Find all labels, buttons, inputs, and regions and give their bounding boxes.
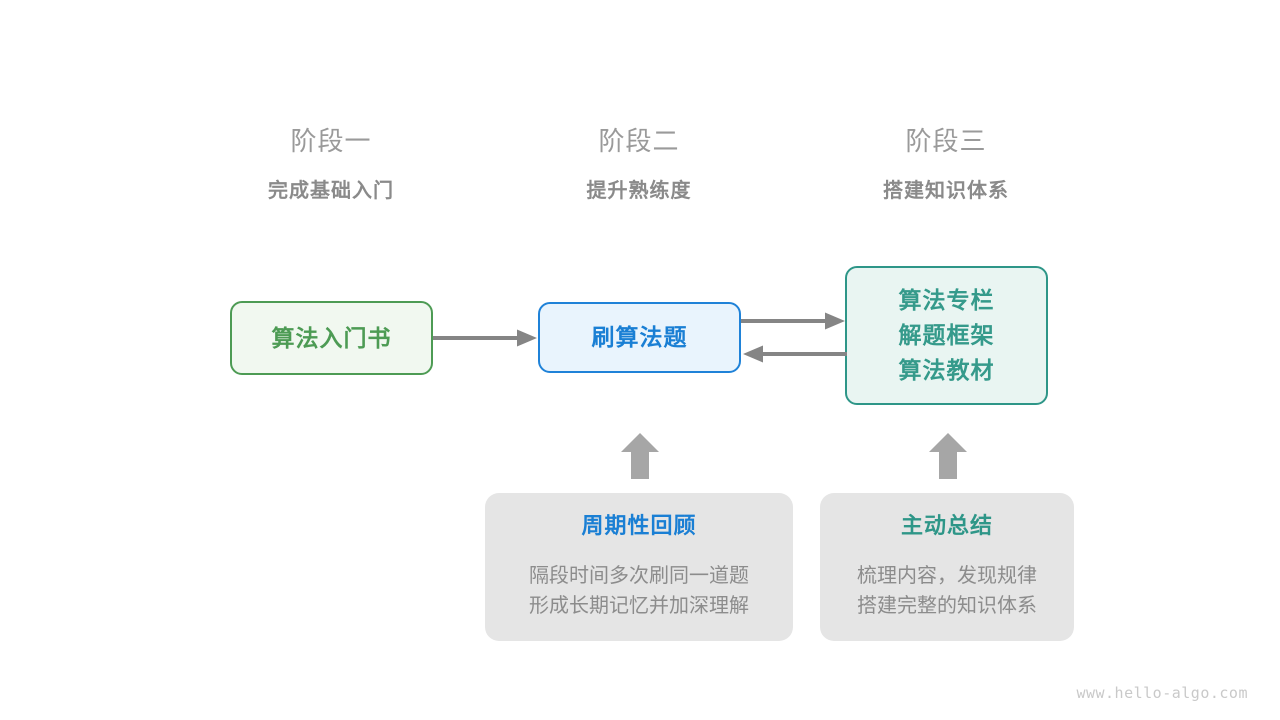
stage-subtitle-1: 完成基础入门 — [268, 180, 394, 203]
stage-header-3: 阶段三 搭建知识体系 — [816, 126, 1076, 203]
stage-subtitle-3: 搭建知识体系 — [883, 180, 1009, 203]
node-knowledge-system-line-3: 算法教材 — [898, 357, 995, 383]
stage-name-1: 阶段一 — [290, 126, 372, 156]
card-active-summary[interactable]: 主动总结 梳理内容，发现规律 搭建完整的知识体系 — [820, 493, 1074, 641]
arrow-summary-to-system — [929, 433, 967, 479]
card-periodic-review-body-line-1: 隔段时间多次刷同一道题 — [529, 565, 749, 588]
node-knowledge-system[interactable]: 算法专栏 解题框架 算法教材 — [845, 266, 1048, 405]
node-knowledge-system-line-2: 解题框架 — [898, 322, 995, 348]
arrow-system-to-practice — [743, 345, 847, 363]
card-periodic-review-title: 周期性回顾 — [581, 512, 697, 538]
node-practice-problems-line-1: 刷算法题 — [591, 324, 688, 350]
arrow-book-to-practice — [433, 329, 537, 347]
card-periodic-review-body-line-2: 形成长期记忆并加深理解 — [529, 595, 749, 618]
stage-name-3: 阶段三 — [905, 126, 987, 156]
node-intro-book[interactable]: 算法入门书 — [230, 301, 433, 375]
card-active-summary-body: 梳理内容，发现规律 搭建完整的知识体系 — [857, 561, 1037, 621]
node-intro-book-line-1: 算法入门书 — [271, 324, 392, 351]
arrow-review-to-practice — [621, 433, 659, 479]
stage-header-1: 阶段一 完成基础入门 — [201, 126, 461, 203]
stage-header-2: 阶段二 提升熟练度 — [509, 126, 769, 203]
stage-name-2: 阶段二 — [598, 126, 680, 156]
node-practice-problems[interactable]: 刷算法题 — [538, 302, 741, 373]
card-active-summary-title: 主动总结 — [900, 512, 993, 538]
card-periodic-review-body: 隔段时间多次刷同一道题 形成长期记忆并加深理解 — [529, 561, 749, 621]
card-periodic-review[interactable]: 周期性回顾 隔段时间多次刷同一道题 形成长期记忆并加深理解 — [485, 493, 793, 641]
watermark-url: www.hello-algo.com — [1076, 684, 1248, 702]
stage-subtitle-2: 提升熟练度 — [586, 180, 692, 203]
card-active-summary-body-line-1: 梳理内容，发现规律 — [857, 565, 1037, 588]
card-active-summary-body-line-2: 搭建完整的知识体系 — [857, 595, 1037, 618]
arrow-practice-to-system — [741, 312, 845, 330]
node-knowledge-system-line-1: 算法专栏 — [898, 287, 995, 313]
